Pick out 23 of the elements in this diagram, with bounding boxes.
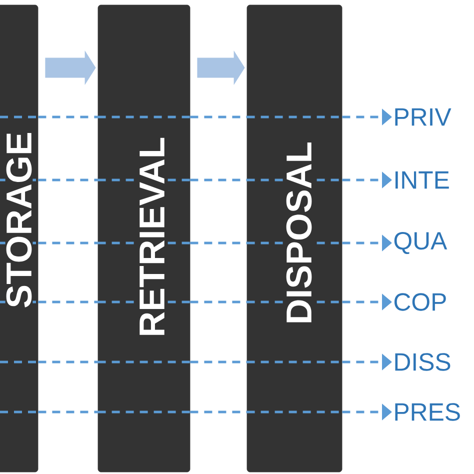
dashed-line <box>38 300 98 304</box>
dashed-line <box>190 300 247 304</box>
dashed-line <box>38 116 98 118</box>
column-box <box>246 4 342 472</box>
category-label: PRIV <box>395 108 452 126</box>
dashed-line <box>38 410 98 414</box>
dashed-line <box>190 116 247 118</box>
column-title: STORAGE <box>5 130 33 310</box>
dashed-line <box>190 410 247 414</box>
dashed-line <box>38 360 98 364</box>
column-box <box>98 4 190 472</box>
dashed-line <box>38 178 98 182</box>
category-label: QUA <box>394 232 448 254</box>
category-label: COP <box>394 293 446 311</box>
dashed-line <box>190 360 247 364</box>
category-label: PRES <box>395 403 460 421</box>
dashed-line <box>190 178 247 182</box>
column-title: DISPOSAL <box>285 140 313 326</box>
dashed-line <box>190 242 247 244</box>
category-label: DISS <box>395 353 450 371</box>
column-title: RETRIEVAL <box>138 136 166 338</box>
category-label: INTE <box>396 171 449 189</box>
dashed-line <box>38 242 98 244</box>
